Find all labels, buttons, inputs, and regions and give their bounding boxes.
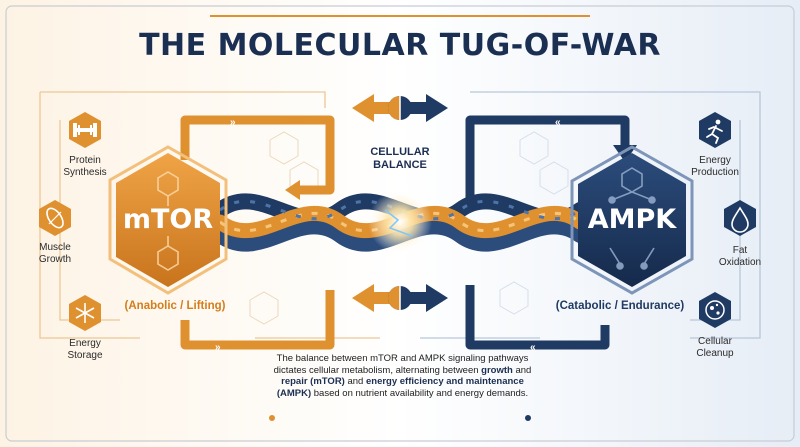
page-title: THE MOLECULAR TUG-OF-WAR: [139, 28, 661, 63]
mtor-subtitle: (Anabolic / Lifting): [124, 300, 226, 312]
balance-arrow-bottom: [352, 282, 448, 316]
ampk-hexagon: [570, 145, 694, 295]
desc-part: based on nutrient availability and energ…: [311, 387, 529, 399]
ampk-subtitle: (Catabolic / Endurance): [555, 300, 685, 312]
label-line: Muscle: [39, 242, 71, 253]
svg-text:«: «: [555, 117, 561, 128]
mtor-hexagon: [108, 145, 228, 295]
droplet-icon: [724, 200, 756, 236]
desc-part: and: [344, 376, 366, 388]
label-line: Cellular: [698, 336, 732, 347]
fat-oxidation-label: Fat Oxidation: [695, 245, 785, 269]
muscle-growth-label: Muscle Growth: [10, 242, 100, 266]
snowflake-icon: [69, 295, 101, 331]
ampk-molecule-icon: [608, 167, 656, 270]
cellular-balance-line2: BALANCE: [373, 159, 427, 171]
label-line: Production: [691, 167, 739, 178]
label-line: Storage: [67, 350, 103, 361]
muscle-fiber-icon: [39, 200, 71, 236]
desc-bold: repair (mTOR): [281, 376, 345, 388]
label-line: Cleanup: [696, 348, 734, 359]
mtor-loop-arrow: » « »: [180, 115, 335, 353]
dumbbell-icon: [69, 112, 101, 148]
label-line: Energy: [699, 155, 731, 166]
label-line: Fat: [732, 245, 748, 256]
mtor-panel-frame: [39, 91, 380, 339]
energy-production-label: Energy Production: [670, 155, 760, 179]
desc-bold: energy efficiency and maintenance (AMPK): [276, 376, 524, 399]
ampk-loop-arrow: « «: [465, 115, 637, 353]
label-line: Growth: [38, 254, 72, 265]
cell-cleanup-icon: [699, 292, 731, 328]
desc-part: and: [512, 364, 532, 376]
mtor-molecule-icon: [157, 171, 179, 271]
outer-frame: [5, 5, 795, 442]
running-person-icon: [699, 112, 731, 148]
description-text: The balance between mTOR and AMPK signal…: [270, 353, 535, 399]
svg-text:«: «: [315, 157, 321, 168]
mtor-name: mTOR: [122, 204, 214, 235]
svg-text:»: »: [230, 117, 236, 128]
energy-storage-label: Energy Storage: [40, 338, 130, 362]
balance-arrow-top: [352, 94, 448, 124]
desc-part: The balance between mTOR and AMPK signal…: [273, 353, 529, 376]
label-line: Synthesis: [63, 167, 107, 178]
label-line: Oxidation: [718, 257, 762, 268]
cellular-cleanup-label: Cellular Cleanup: [670, 336, 760, 360]
protein-synthesis-label: Protein Synthesis: [40, 155, 130, 179]
label-line: Protein: [69, 155, 101, 166]
cellular-balance-line1: CELLULAR: [370, 146, 430, 158]
bottom-decoration: [269, 415, 531, 421]
svg-text:«: «: [530, 342, 536, 353]
svg-text:»: »: [215, 342, 221, 353]
ampk-name: AMPK: [587, 204, 677, 235]
twisted-rope: [212, 190, 588, 254]
label-line: Energy: [69, 338, 101, 349]
cellular-balance-label: CELLULAR BALANCE: [350, 146, 450, 172]
desc-bold: growth: [481, 364, 513, 376]
